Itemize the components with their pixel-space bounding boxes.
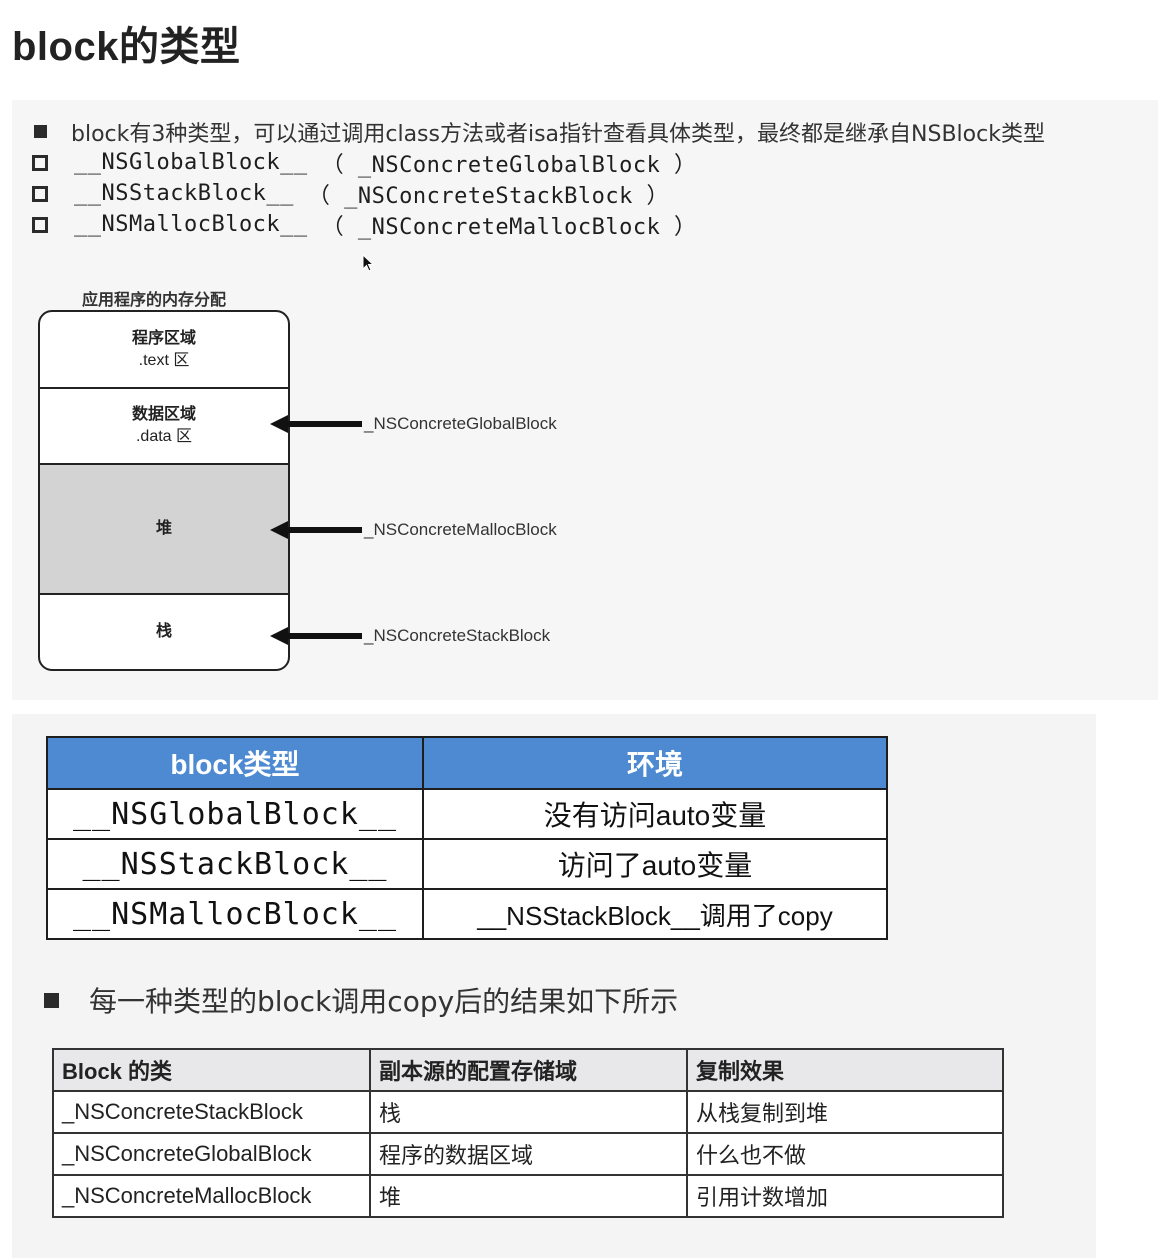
table-cell: __NSGlobalBlock__ bbox=[46, 788, 424, 840]
table-row: _NSConcreteGlobalBlock 程序的数据区域 什么也不做 bbox=[52, 1132, 1004, 1176]
table-cell: __NSStackBlock__调用了copy bbox=[422, 888, 888, 940]
table-cell: 没有访问auto变量 bbox=[422, 788, 888, 840]
table-header-row: Block 的类 副本源的配置存储域 复制效果 bbox=[52, 1048, 1004, 1092]
filled-square-bullet-icon bbox=[44, 992, 59, 1008]
column-header: 副本源的配置存储域 bbox=[369, 1048, 688, 1092]
type-bullet-global: __NSGlobalBlock__ （ _NSConcreteGlobalBlo… bbox=[32, 147, 1045, 178]
type-concrete: （ _NSConcreteMallocBlock ） bbox=[321, 214, 697, 240]
copy-result-bullet: 每一种类型的block调用copy后的结果如下所示 bbox=[42, 980, 678, 1020]
table-cell: 从栈复制到堆 bbox=[686, 1090, 1004, 1134]
type-name: __NSStackBlock__ bbox=[74, 181, 294, 206]
table-row: _NSConcreteMallocBlock 堆 引用计数增加 bbox=[52, 1174, 1004, 1218]
column-header: Block 的类 bbox=[52, 1048, 371, 1092]
arrow-label-global: _NSConcreteGlobalBlock bbox=[364, 414, 557, 433]
table-cell: 程序的数据区域 bbox=[369, 1132, 688, 1176]
table-header-row: block类型 环境 bbox=[46, 736, 888, 790]
block-environment-table: block类型 环境 __NSGlobalBlock__ 没有访问auto变量 … bbox=[46, 736, 888, 940]
block-types-list: block有3种类型，可以通过调用class方法或者isa指针查看具体类型，最终… bbox=[32, 116, 1045, 240]
summary-text: block有3种类型，可以通过调用class方法或者isa指针查看具体类型，最终… bbox=[71, 121, 1045, 147]
block-types-slide: block有3种类型，可以通过调用class方法或者isa指针查看具体类型，最终… bbox=[12, 100, 1158, 700]
table-cell: __NSStackBlock__ bbox=[46, 838, 424, 890]
arrow-left-icon bbox=[270, 627, 362, 645]
segment-name: 堆 bbox=[155, 520, 172, 537]
block-env-slide: block类型 环境 __NSGlobalBlock__ 没有访问auto变量 … bbox=[12, 714, 1096, 1258]
table-cell: 堆 bbox=[369, 1174, 688, 1218]
hollow-square-bullet-icon bbox=[32, 216, 48, 233]
table-row: __NSMallocBlock__ __NSStackBlock__调用了cop… bbox=[46, 888, 888, 940]
column-header: 复制效果 bbox=[686, 1048, 1004, 1092]
segment-sub: .data 区 bbox=[135, 428, 193, 445]
segment-sub: .text 区 bbox=[138, 351, 190, 369]
segment-name: 程序区域 bbox=[131, 329, 196, 347]
segment-stack: 栈 bbox=[40, 595, 288, 669]
table-row: __NSGlobalBlock__ 没有访问auto变量 bbox=[46, 788, 888, 840]
arrow-left-icon bbox=[270, 521, 362, 539]
summary-bullet: block有3种类型，可以通过调用class方法或者isa指针查看具体类型，最终… bbox=[32, 116, 1045, 147]
type-bullet-malloc: __NSMallocBlock__ （ _NSConcreteMallocBlo… bbox=[32, 209, 1045, 240]
type-name: __NSGlobalBlock__ bbox=[74, 150, 308, 175]
table-row: _NSConcreteStackBlock 栈 从栈复制到堆 bbox=[52, 1090, 1004, 1134]
arrow-label-malloc: _NSConcreteMallocBlock bbox=[364, 520, 557, 539]
table-cell: _NSConcreteGlobalBlock bbox=[52, 1132, 371, 1176]
table-row: __NSStackBlock__ 访问了auto变量 bbox=[46, 838, 888, 890]
copy-result-text: 每一种类型的block调用copy后的结果如下所示 bbox=[89, 985, 679, 1018]
segment-name: 数据区域 bbox=[131, 406, 196, 423]
type-concrete: （ _NSConcreteStackBlock ） bbox=[307, 183, 670, 209]
type-bullet-stack: __NSStackBlock__ （ _NSConcreteStackBlock… bbox=[32, 178, 1045, 209]
segment-data: 数据区域 .data 区 bbox=[40, 389, 288, 465]
table-cell: 访问了auto变量 bbox=[422, 838, 888, 890]
table-cell: _NSConcreteStackBlock bbox=[52, 1090, 371, 1134]
type-concrete: （ _NSConcreteGlobalBlock ） bbox=[321, 152, 697, 178]
table-cell: __NSMallocBlock__ bbox=[46, 888, 424, 940]
segment-heap: 堆 bbox=[40, 465, 288, 595]
copy-result-table: Block 的类 副本源的配置存储域 复制效果 _NSConcreteStack… bbox=[52, 1048, 1004, 1218]
memory-diagram-title: 应用程序的内存分配 bbox=[82, 292, 227, 309]
table-cell: 栈 bbox=[369, 1090, 688, 1134]
page-title: block的类型 bbox=[12, 25, 241, 69]
column-header: 环境 bbox=[422, 736, 888, 790]
hollow-square-bullet-icon bbox=[32, 154, 48, 171]
segment-text: 程序区域 .text 区 bbox=[40, 312, 288, 389]
hollow-square-bullet-icon bbox=[32, 185, 48, 202]
arrow-left-icon bbox=[270, 415, 362, 433]
arrow-label-stack: _NSConcreteStackBlock bbox=[364, 626, 551, 645]
segment-name: 栈 bbox=[155, 623, 172, 640]
memory-layout-box: 程序区域 .text 区 数据区域 .data 区 堆 栈 bbox=[38, 310, 290, 671]
table-cell: 什么也不做 bbox=[686, 1132, 1004, 1176]
column-header: block类型 bbox=[46, 736, 424, 790]
mouse-pointer-icon bbox=[362, 253, 375, 275]
filled-square-bullet-icon bbox=[34, 125, 47, 138]
type-name: __NSMallocBlock__ bbox=[74, 212, 308, 237]
table-cell: 引用计数增加 bbox=[686, 1174, 1004, 1218]
table-cell: _NSConcreteMallocBlock bbox=[52, 1174, 371, 1218]
